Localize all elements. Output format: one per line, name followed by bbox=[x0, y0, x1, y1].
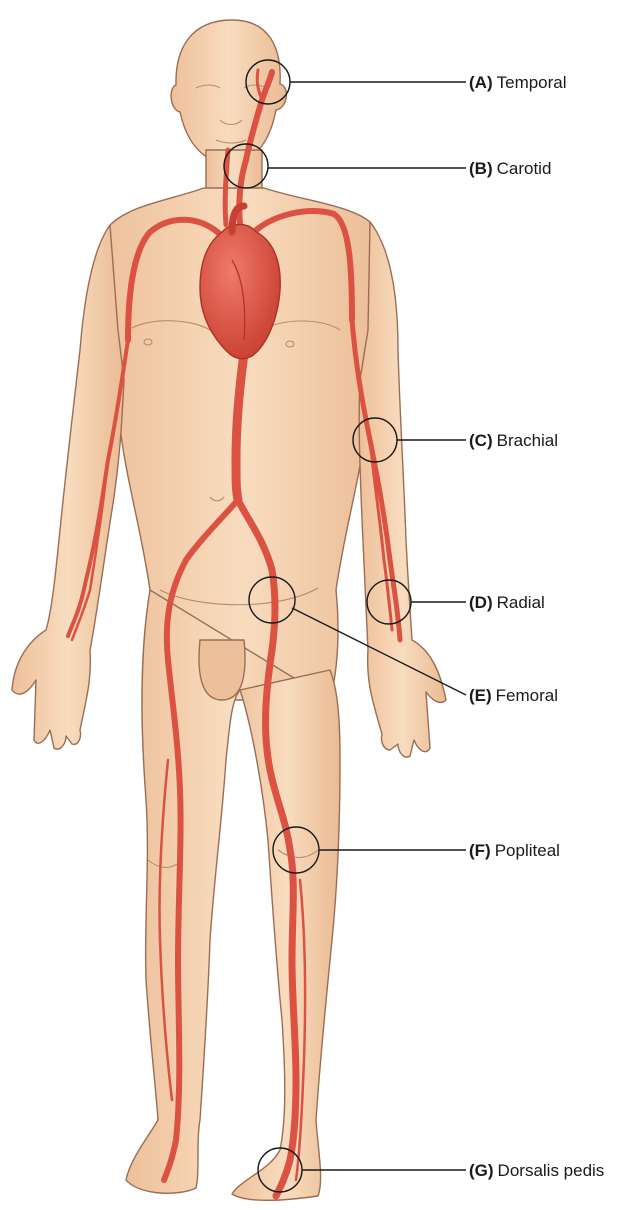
right-arm bbox=[359, 222, 446, 757]
label-radial: (D)Radial bbox=[469, 593, 545, 613]
label-text: Dorsalis pedis bbox=[498, 1161, 605, 1180]
label-femoral: (E)Femoral bbox=[469, 686, 558, 706]
left-carotid bbox=[225, 150, 228, 225]
right-leg bbox=[232, 670, 340, 1200]
label-letter: (A) bbox=[469, 73, 493, 92]
label-text: Temporal bbox=[497, 73, 567, 92]
label-letter: (G) bbox=[469, 1161, 494, 1180]
label-letter: (D) bbox=[469, 593, 493, 612]
label-text: Brachial bbox=[497, 431, 558, 450]
label-popliteal: (F)Popliteal bbox=[469, 841, 560, 861]
label-text: Radial bbox=[497, 593, 545, 612]
label-letter: (C) bbox=[469, 431, 493, 450]
label-dorsalis-pedis: (G)Dorsalis pedis bbox=[469, 1161, 604, 1181]
groin bbox=[199, 640, 245, 700]
label-text: Popliteal bbox=[495, 841, 560, 860]
label-letter: (E) bbox=[469, 686, 492, 705]
label-letter: (F) bbox=[469, 841, 491, 860]
label-carotid: (B)Carotid bbox=[469, 159, 551, 179]
left-arm bbox=[12, 225, 124, 749]
label-temporal: (A)Temporal bbox=[469, 73, 567, 93]
label-text: Carotid bbox=[497, 159, 552, 178]
label-text: Femoral bbox=[496, 686, 558, 705]
head bbox=[171, 20, 286, 166]
label-letter: (B) bbox=[469, 159, 493, 178]
label-brachial: (C)Brachial bbox=[469, 431, 558, 451]
